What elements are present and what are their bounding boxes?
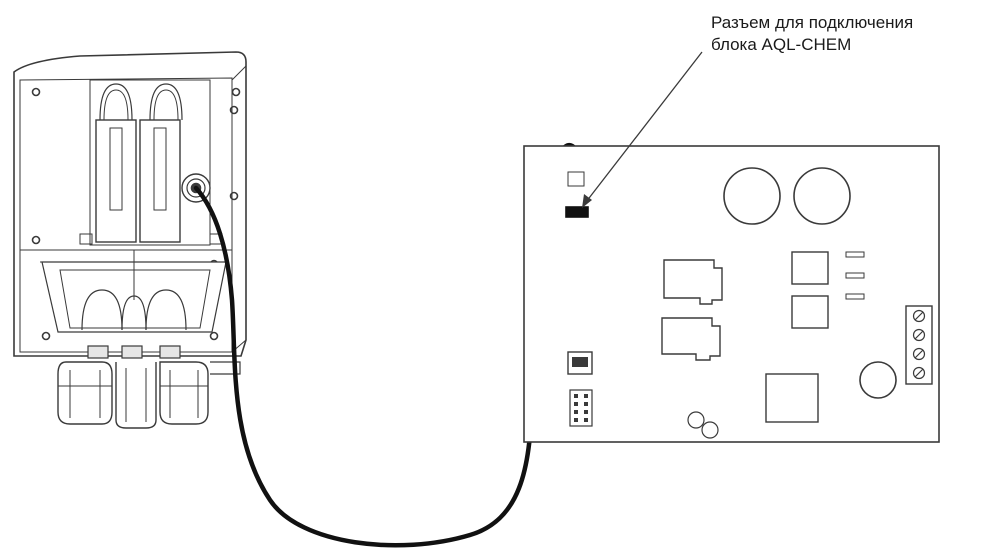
- controller-board: [523, 145, 940, 443]
- capacitor-icon: [723, 167, 781, 225]
- screw-icon: [209, 331, 219, 341]
- screw-icon: [229, 105, 239, 115]
- capacitor-icon: [793, 167, 851, 225]
- terminal-block: [905, 305, 933, 385]
- pump-unit: [13, 51, 247, 429]
- pin-header: [569, 389, 593, 427]
- screw-icon: [31, 235, 41, 245]
- screw-icon: [31, 87, 41, 97]
- processor-icon: [765, 373, 819, 423]
- reagent-cartridge-1: [95, 119, 137, 243]
- connector-callout-label: Разъем для подключения блока AQL-CHEM: [711, 12, 913, 56]
- relay-icon: [661, 317, 721, 361]
- chip-icon: [791, 295, 829, 329]
- callout-line-2: блока AQL-CHEM: [711, 35, 852, 54]
- callout-arrow: [582, 51, 703, 208]
- cable-glands: [57, 345, 241, 429]
- chip-icon: [791, 251, 829, 285]
- aql-chem-connector: [565, 206, 589, 218]
- screw-icon: [231, 87, 241, 97]
- reagent-cartridge-2: [139, 119, 181, 243]
- screw-icon: [229, 191, 239, 201]
- connection-cable: [193, 143, 583, 548]
- callout-line-1: Разъем для подключения: [711, 13, 914, 32]
- screw-icon: [41, 331, 51, 341]
- relay-icon: [663, 259, 723, 305]
- buzzer-icon: [859, 361, 897, 399]
- board-outline: [523, 145, 940, 443]
